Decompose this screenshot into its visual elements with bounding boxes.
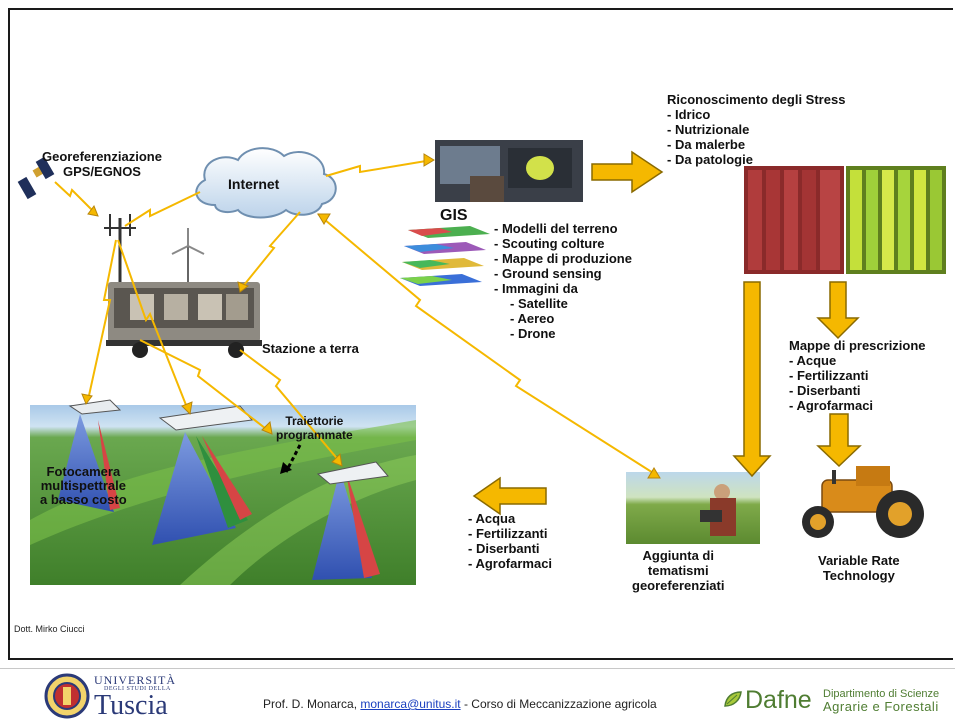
gis-title: GIS [440,207,468,224]
gnss-label: Georeferenziazione GPS/EGNOS [42,149,162,179]
farmer-photo [626,472,760,544]
gis-layers-icon [400,226,490,286]
inputs-item: Acqua [468,511,552,526]
dafne-logo: Dafne [745,686,812,714]
university-seal-icon [44,673,90,719]
prescription-item: Acque [789,353,873,368]
satellite-icon [17,156,55,200]
prescription-title: Mappe di prescrizione [789,338,926,353]
inputs-item: Diserbanti [468,541,552,556]
trajectories-label: Traiettorie programmate [276,414,353,442]
gis-item: Modelli del terreno [494,221,632,236]
stress-item: Da patologie [667,152,753,167]
wireless-arrowheads [81,153,661,479]
gis-sub-item: Aereo [510,311,568,326]
inputs-item: Fertilizzanti [468,526,552,541]
vrt-label: Variable Rate Technology [818,553,900,583]
gis-item: Scouting colture [494,236,632,251]
flow-arrows [472,150,862,516]
department-line2: Agrarie e Forestali [823,699,939,714]
stress-items: Idrico Nutrizionale Da malerbe Da patolo… [667,107,753,167]
gnss-line2: GPS/EGNOS [62,164,141,179]
prescription-item: Fertilizzanti [789,368,873,383]
ground-station-image [106,282,262,358]
footer-credit: Prof. D. Monarca, monarca@unitus.it - Co… [263,697,657,711]
footer-divider [0,668,955,669]
gis-item: Immagini da [494,281,632,296]
farmer-line2: tematismi [647,563,709,578]
ground-station-label: Stazione a terra [262,341,359,356]
university-logo: UNIVERSITÀ DEGLI STUDI DELLA Tuscia [94,673,176,721]
university-line2: DEGLI STUDI DELLA [104,686,171,692]
inputs-list: Acqua Fertilizzanti Diserbanti Agrofarma… [468,511,552,571]
inputs-item: Agrofarmaci [468,556,552,571]
email-link[interactable]: monarca@unitus.it [360,697,461,711]
department-name: Dipartimento di Scienze Agrarie e Forest… [823,688,939,714]
camera-label: Fotocamera multispettrale a basso costo [40,465,127,507]
gis-sub-items: Satellite Aereo Drone [510,296,568,341]
farmer-line1: Aggiunta di [642,548,714,563]
gis-sub-item: Drone [510,326,568,341]
internet-label: Internet [228,176,280,192]
author-label: Dott. Mirko Ciucci [14,624,85,634]
stress-item: Idrico [667,107,753,122]
university-line1: UNIVERSITÀ [94,673,176,687]
gis-sub-item: Satellite [510,296,568,311]
gis-item: Mappe di produzione [494,251,632,266]
credit-prefix: Prof. D. Monarca, [263,697,361,711]
gnss-line1: Georeferenziazione [42,149,162,164]
footer [0,668,955,722]
camera-line3: a basso costo [40,492,127,507]
farmer-line3: georeferenziati [632,578,725,593]
camera-line1: Fotocamera [46,464,121,479]
department-line1: Dipartimento di Scienze [823,688,940,700]
prescription-items: Acque Fertilizzanti Diserbanti Agrofarma… [789,353,873,413]
stress-item: Nutrizionale [667,122,753,137]
stress-map-image [744,166,946,274]
trajectories-line2: programmate [276,428,353,442]
farmer-label: Aggiunta di tematismi georeferenziati [632,548,724,593]
gis-items: Modelli del terreno Scouting colture Map… [494,221,632,296]
stress-item: Da malerbe [667,137,753,152]
vrt-line1: Variable Rate [818,553,900,568]
vrt-line2: Technology [822,568,895,583]
trajectories-line1: Traiettorie [285,414,344,428]
wind-turbine-icon [171,228,205,286]
field-drones-image [30,399,416,585]
tractor-image [802,466,924,538]
internet-cloud [195,147,337,219]
stress-title: Riconoscimento degli Stress [667,92,846,107]
camera-line2: multispettrale [40,478,126,493]
wireless-links [54,159,659,477]
credit-suffix: - Corso di Meccanizzazione agricola [460,697,657,711]
dafne-leaf-icon [722,689,744,711]
gis-item: Ground sensing [494,266,632,281]
prescription-item: Diserbanti [789,383,873,398]
prescription-item: Agrofarmaci [789,398,873,413]
university-line3: Tuscia [94,690,168,721]
gis-workstation-image [435,140,583,202]
